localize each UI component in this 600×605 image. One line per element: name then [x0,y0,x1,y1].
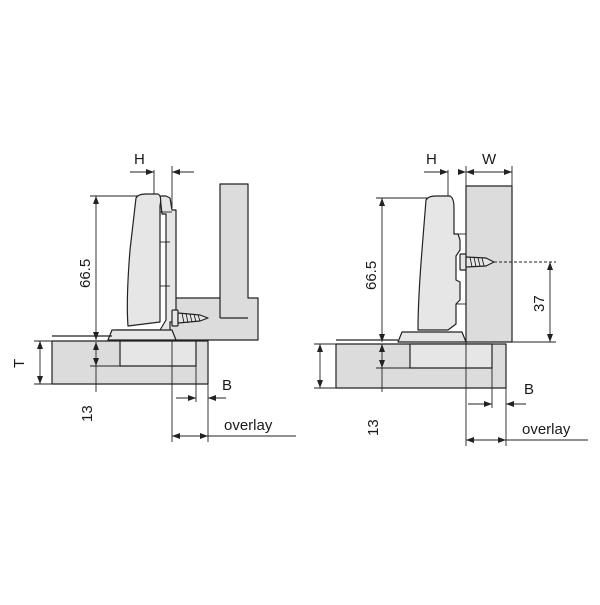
right-hinge-cup [409,343,493,369]
right-h-label: H [426,151,437,168]
left-hinge-base [107,329,177,341]
right-overlay-label: overlay [522,421,571,438]
left-cabinet-wall [167,183,259,341]
left-b-label: B [222,377,232,394]
left-hinge-drawing: H 66.5 T 13 B overlay [11,151,296,442]
left-overlay-label: overlay [224,417,273,434]
right-screw-icon [459,253,495,271]
left-height-label: 66.5 [77,259,94,288]
left-hinge-cup [119,340,197,367]
right-w-label: W [482,151,497,168]
right-37-label: 37 [531,295,548,312]
right-hinge-body [417,195,461,331]
left-screw-icon [171,309,209,327]
right-b-label: B [524,381,534,398]
right-13-label: 13 [365,419,382,436]
left-h-label: H [134,151,145,168]
right-height-label: 66.5 [363,261,380,290]
left-hinge-body [126,193,162,327]
left-t-label: T [11,359,28,368]
right-hinge-base [397,331,467,343]
left-13-label: 13 [79,405,96,422]
right-hinge-drawing: H W 66.5 37 13 [314,151,588,446]
